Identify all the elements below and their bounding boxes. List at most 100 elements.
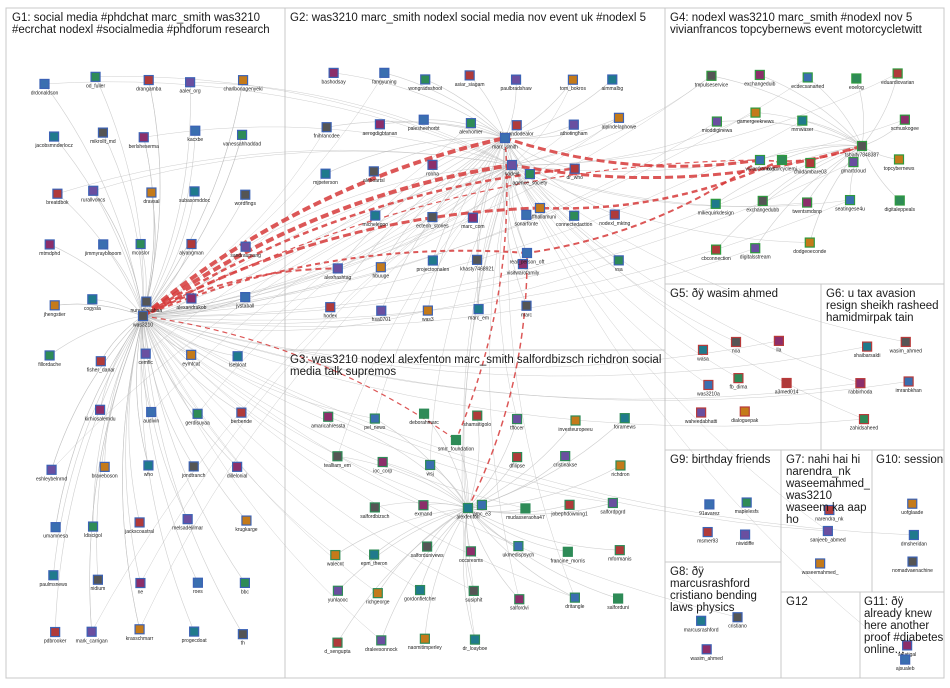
node-marc[interactable]: marc — [521, 300, 533, 318]
node-wsj[interactable]: wsj — [425, 459, 436, 477]
node-maplelesfs[interactable]: maplelesfs — [735, 497, 759, 515]
node-charlbonagenyeki[interactable]: charlbonagenyeki — [223, 75, 263, 93]
node-waseemahmed-[interactable]: waseemahmed_ — [802, 558, 839, 576]
node-digitalsstream[interactable]: digitalsstream — [740, 243, 771, 261]
node-childambare03[interactable]: childambare03 — [794, 157, 827, 176]
node-visitwarofamily[interactable]: visitwarofamily — [507, 258, 540, 277]
node-salfordpgrd[interactable]: salfordpgrd — [600, 497, 626, 515]
node-salfordvi[interactable]: salfordvi — [510, 594, 529, 612]
node-ioc-corp[interactable]: ioc_corp — [373, 456, 392, 475]
node-twentsmdsnp[interactable]: twentsmdsnp — [792, 197, 822, 215]
node-naomitimperley[interactable]: naomitimperley — [408, 633, 442, 651]
node-mikrollt-md[interactable]: mikrollt_md — [90, 127, 116, 145]
node-mformanis[interactable]: mformanis — [608, 545, 632, 563]
node-sandraumang[interactable]: sandraumang — [230, 241, 261, 259]
node-dmsheridan[interactable]: dmsheridan — [901, 529, 927, 548]
node-fisher-danar[interactable]: fisher_danar — [87, 356, 115, 374]
node-smrr-foundation[interactable]: smrr_foundation — [438, 434, 474, 453]
node-alexfenton[interactable]: alexfenton — [456, 502, 480, 521]
node-dfilipse[interactable]: dfilipse — [509, 451, 525, 470]
node-shamsitigolo[interactable]: shamsitigolo — [463, 410, 491, 428]
node-salfordunivews[interactable]: salfordunivews — [411, 541, 445, 559]
node-msmer93[interactable]: msmer93 — [697, 526, 718, 545]
node-tsbaity7848387[interactable]: tsbaity7848387 — [845, 140, 879, 159]
node-exchangeduib[interactable]: exchangeduib — [744, 69, 776, 87]
node-noa[interactable]: noa — [730, 336, 742, 354]
node-shaibarsaldi[interactable]: shaibarsaldi — [854, 341, 881, 359]
node-connectedaction[interactable]: connectedaction — [556, 210, 593, 228]
node-paulmsnews[interactable]: paulmsnews — [39, 570, 68, 588]
node-epm-theron[interactable]: epm_theron — [361, 549, 388, 567]
node-vanessahhaddad[interactable]: vanessahhaddad — [223, 129, 261, 147]
node-alexandrakob[interactable]: alexandrakob — [176, 293, 207, 311]
node-imranbkhan[interactable]: imranbkhan — [896, 376, 922, 394]
node-progecdoat[interactable]: progecdoat — [182, 626, 208, 644]
node-eduardiovarian[interactable]: eduardiovarian — [881, 68, 914, 86]
node-dialoguepak[interactable]: dialoguepak — [731, 406, 759, 424]
node-vivianfrancos[interactable]: vivianfrancos — [745, 154, 775, 173]
node-tom-bokros[interactable]: tom_bokros — [560, 74, 587, 92]
node-th[interactable]: th — [237, 629, 248, 647]
node-gmartcloud[interactable]: gmartcloud — [841, 157, 866, 175]
node-was3210a[interactable]: was3210a — [697, 379, 720, 397]
node-digitaleppeals[interactable]: digitaleppeals — [884, 195, 916, 213]
node-susiphit[interactable]: susiphit — [465, 585, 483, 603]
node-marc-com[interactable]: marc_com — [461, 212, 485, 230]
node-krasschmarr[interactable]: krasschmarr — [126, 624, 154, 642]
node-xcmuskogee[interactable]: xcmuskogee — [891, 114, 919, 132]
node-breatdbok[interactable]: breatdbok — [46, 188, 69, 206]
node-khasty7468921[interactable]: khasty7468921 — [460, 254, 494, 272]
node-drangamba[interactable]: drangamba — [136, 74, 162, 93]
node-jacobsmnderlocz[interactable]: jacobsmnderlocz — [34, 131, 73, 149]
node-deborahmarc[interactable]: deborahmarc — [409, 408, 439, 426]
node-dr-who[interactable]: dr_who — [567, 163, 584, 181]
node-who[interactable]: who — [143, 460, 154, 478]
node-asiar-siagam[interactable]: asiar_siagam — [455, 70, 485, 88]
node-berbende[interactable]: berbende — [231, 407, 252, 425]
node-tmpulseservice[interactable]: tmpulseservice — [695, 70, 729, 88]
node-tffocer[interactable]: tffocer — [510, 413, 524, 432]
node-cristinakse[interactable]: cristinakse — [553, 450, 577, 469]
node-francine-morris[interactable]: francine_morris — [551, 546, 586, 564]
node-mudasseraoha47[interactable]: mudasseraoha47 — [506, 503, 545, 521]
node-jobephdowning1[interactable]: jobephdowning1 — [550, 499, 588, 517]
node-waheedabhatti[interactable]: waheedabhatti — [685, 407, 718, 425]
node-occsresms[interactable]: occsresms — [459, 546, 483, 564]
node-aaler-org[interactable]: aaler_org — [180, 77, 201, 95]
node-mcoslor[interactable]: mcoslor — [132, 238, 150, 257]
node-dravsal[interactable]: dravsal — [143, 187, 159, 205]
node-salforduni[interactable]: salforduni — [607, 593, 629, 611]
node-paulbradshaw[interactable]: paulbradshaw — [500, 74, 532, 92]
node-wasa[interactable]: wasa — [697, 344, 709, 362]
node-nomadvaenachine[interactable]: nomadvaenachine — [892, 556, 933, 574]
node-ukmedispsych[interactable]: ukmedispsych — [503, 541, 535, 559]
node-dodgeoeconde[interactable]: dodgeoeconde — [793, 237, 827, 255]
node-od-fuller[interactable]: od_fuller — [86, 71, 106, 89]
node-nidium[interactable]: nidium — [91, 574, 106, 592]
node-d-sengupta[interactable]: d_sengupta — [324, 637, 351, 655]
node-kacxbe[interactable]: kacxbe — [187, 125, 203, 143]
node-real-person-oft[interactable]: real_person_oft — [510, 247, 545, 266]
node-lsebloat[interactable]: lsebloat — [229, 351, 247, 369]
node-was3[interactable]: was3 — [422, 305, 434, 323]
node-gamergeeknews[interactable]: gamergeeknews — [737, 107, 774, 125]
node-palesheehorbt[interactable]: palesheehorbt — [408, 114, 440, 132]
node-ecdecsanarted[interactable]: ecdecsanarted — [791, 72, 824, 90]
node-fnihrancdee[interactable]: fnihrancdee — [314, 122, 340, 140]
node-exchangedubb[interactable]: exchangedubb — [746, 195, 779, 213]
node-braveboson[interactable]: braveboson — [92, 461, 118, 479]
node-jimmyrayblooom[interactable]: jimmyrayblooom — [84, 239, 121, 257]
node-ecteoh-stories[interactable]: ecteoh_stories — [416, 211, 449, 230]
node-mikequirkdesign[interactable]: mikequirkdesign — [698, 198, 734, 216]
node-pel-news[interactable]: pel_news — [364, 413, 386, 431]
node-marc-em[interactable]: marc_em — [468, 304, 489, 322]
node-mtmdphd[interactable]: mtmdphd — [39, 239, 60, 257]
node-hodex[interactable]: hodex — [323, 302, 338, 320]
node-was3210[interactable]: was3210 — [133, 310, 153, 329]
node-alehoartsl[interactable]: alehoartsl — [363, 166, 385, 184]
node-a3med014[interactable]: a3med014 — [775, 377, 799, 395]
node-tealliam-em[interactable]: tealliam_em — [324, 451, 351, 469]
node-cristiano[interactable]: cristiano — [728, 612, 747, 630]
node-vsa[interactable]: vsa — [613, 255, 624, 273]
node-agence-society[interactable]: agence_society — [513, 168, 548, 187]
